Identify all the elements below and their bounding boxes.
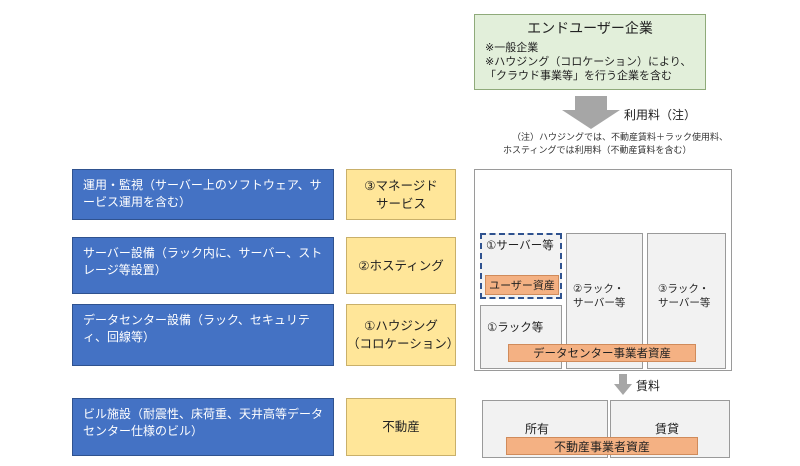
end-user-line-3: 「クラウド事業等」を行う企業を含む <box>485 69 672 82</box>
fee-label: 利用料（注） <box>624 108 697 122</box>
rent-label: 賃料 <box>636 379 661 393</box>
end-user-line-2: ※ハウジング（コロケーション）により、 <box>485 55 692 68</box>
building-lease-label: 賃貸 <box>655 422 680 436</box>
row-desc-managed: 運用・監視（サーバー上のソフトウェア、サービス運用を含む） <box>72 169 334 220</box>
server-label: ①サーバー等 <box>486 238 554 252</box>
end-user-line-1: ※一般企業 <box>485 41 539 54</box>
row-desc-server: サーバー設備（ラック内に、サーバー、ストレージ等設置） <box>72 237 334 294</box>
user-asset-label: ユーザー資産 <box>485 275 559 295</box>
fee-arrow-icon <box>562 96 620 129</box>
service-hosting: ②ホスティング <box>346 237 456 294</box>
fee-note-1: （注）ハウジングでは、不動産賃料＋ラック使用料、 <box>512 133 729 143</box>
service-managed: ③マネージド サービス <box>346 169 456 220</box>
end-user-box: エンドユーザー企業 ※一般企業 ※ハウジング（コロケーション）により、 「クラウ… <box>474 14 706 90</box>
fee-note-2: ホスティングでは利用料（不動産賃料を含む） <box>503 146 692 156</box>
rack-1-label: ①ラック等 <box>487 320 544 334</box>
rent-arrow-icon <box>614 374 632 395</box>
building-asset-label: 不動産事業者資産 <box>506 437 698 455</box>
building-own-label: 所有 <box>525 422 550 436</box>
rack-2-label: ②ラック・ サーバー等 <box>573 283 626 309</box>
service-realestate: 不動産 <box>346 398 456 456</box>
server-box: ①サーバー等 ユーザー資産 <box>480 233 562 299</box>
dc-asset-label: データセンター事業者資産 <box>508 344 696 362</box>
rack-3-label: ③ラック・ サーバー等 <box>658 283 711 309</box>
end-user-title: エンドユーザー企業 <box>527 21 653 37</box>
row-desc-datacenter: データセンター設備（ラック、セキュリティ、回線等） <box>72 304 334 366</box>
row-desc-building: ビル施設（耐震性、床荷重、天井高等データセンター仕様のビル） <box>72 398 334 456</box>
service-housing: ①ハウジング （コロケーション） <box>346 304 459 366</box>
